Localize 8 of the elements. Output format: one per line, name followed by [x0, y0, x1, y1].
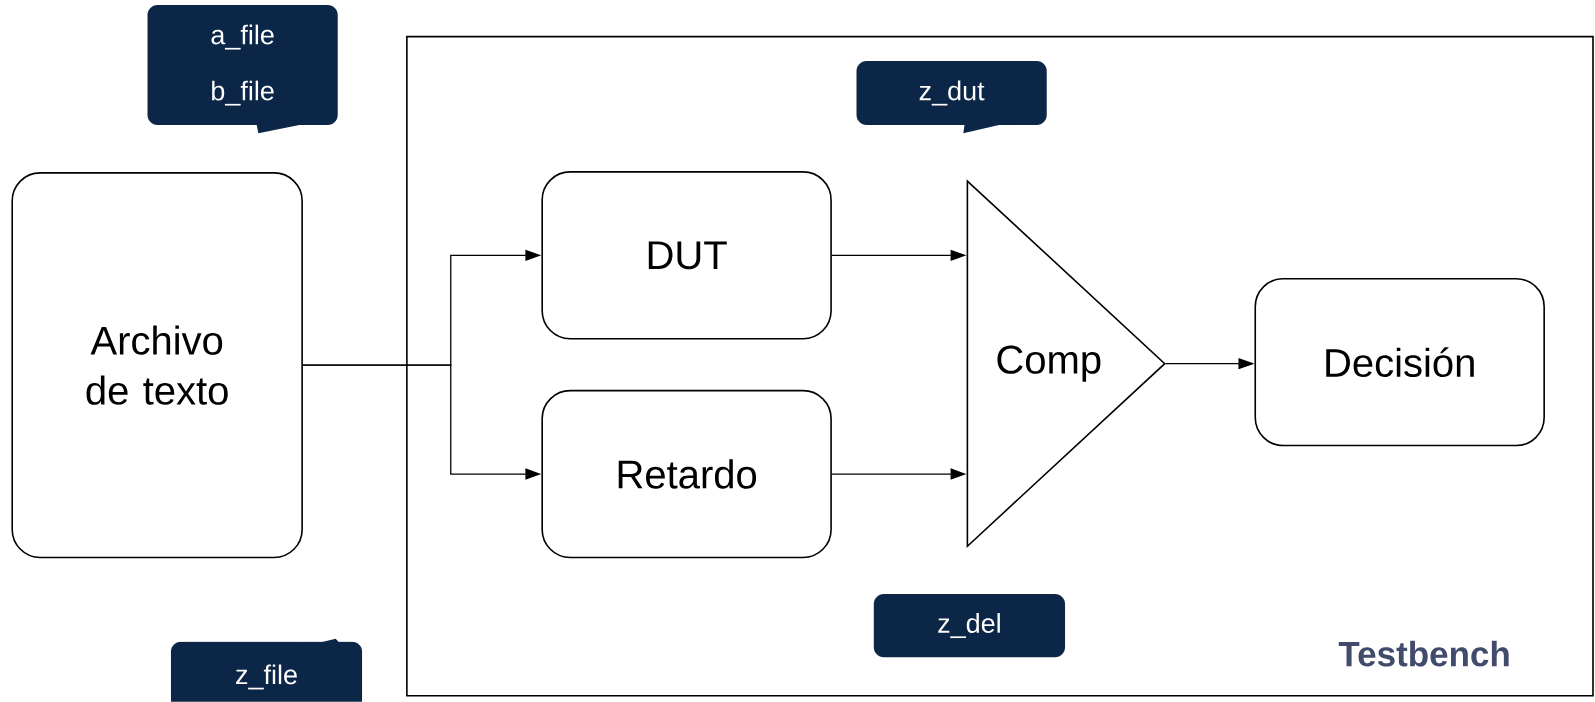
process-box: Retardo — [541, 389, 832, 559]
speech-bubble: a_file b_file — [147, 5, 338, 134]
process-box: DUT — [541, 171, 832, 340]
process-box: Archivo de texto — [11, 172, 303, 559]
speech-bubble: z_del — [873, 594, 1066, 658]
process-box: Decisión — [1254, 277, 1545, 447]
speech-bubble: z_file — [170, 638, 363, 702]
speech-bubble: z_dut — [856, 61, 1047, 134]
